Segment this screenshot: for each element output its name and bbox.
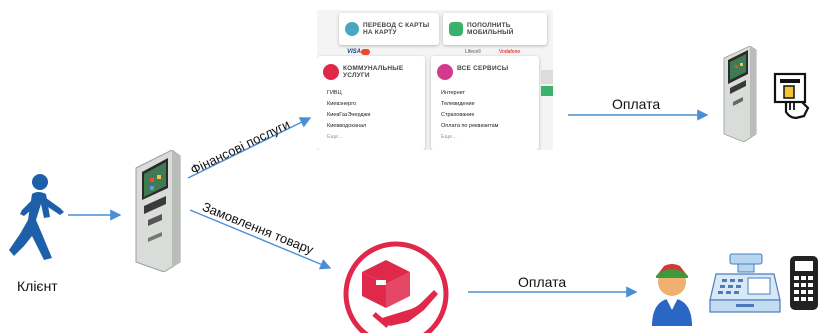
- topup-mobile-title: ПОПОЛНИТЬ МОБИЛЬНЫЙ: [467, 22, 514, 36]
- services-more-link[interactable]: Еще...: [441, 134, 457, 140]
- services-item[interactable]: Телевидение: [441, 101, 475, 107]
- all-services-card[interactable]: ВСЕ СЕРВИСЫ Интернет Телевидение Страхов…: [431, 56, 539, 150]
- transfer-card-title: ПЕРЕВОД С КАРТЫ НА КАРТУ: [363, 22, 430, 36]
- lightning-icon: [323, 64, 339, 80]
- utilities-card[interactable]: КОММУНАЛЬНЫЕ УСЛУГИ ГИВЦ Киевэнерго Киев…: [317, 56, 425, 150]
- mastercard-logo: [361, 49, 370, 55]
- utilities-item[interactable]: Киевэнерго: [327, 101, 357, 107]
- visa-logo: VISA: [347, 49, 362, 55]
- transfer-card-tile[interactable]: ПЕРЕВОД С КАРТЫ НА КАРТУ: [339, 13, 439, 45]
- arrow-kiosk-to-order: [189, 209, 332, 270]
- vodafone-logo: Vodafone: [499, 49, 521, 55]
- payment-bottom-label: Оплата: [518, 274, 567, 290]
- card-terminal-hand-icon: [773, 72, 810, 120]
- lifecell-logo: Lifecell: [465, 49, 481, 55]
- utilities-item[interactable]: ГИВЦ: [327, 90, 342, 96]
- utilities-more-link[interactable]: Еще...: [327, 134, 343, 140]
- order-goods-icon: [343, 241, 449, 333]
- topup-mobile-tile[interactable]: ПОПОЛНИТЬ МОБИЛЬНЫЙ: [443, 13, 547, 45]
- payment-top-label: Оплата: [612, 96, 661, 112]
- mobile-phone-icon: [449, 22, 463, 36]
- pos-terminal-icon: [790, 256, 818, 310]
- payment-kiosk-icon: [135, 150, 181, 272]
- more-dots-icon: [437, 64, 453, 80]
- small-kiosk-icon: [723, 46, 757, 142]
- kiosk-services-screen: ПЕРЕВОД С КАРТЫ НА КАРТУ ПОПОЛНИТЬ МОБИЛ…: [317, 10, 553, 150]
- cash-register-icon: [709, 253, 781, 313]
- utilities-title: КОММУНАЛЬНЫЕ УСЛУГИ: [343, 65, 404, 79]
- utilities-item[interactable]: КиевГазЭнерджи: [327, 112, 371, 118]
- services-item[interactable]: Страхование: [441, 112, 475, 118]
- services-item[interactable]: Оплата по реквизитам: [441, 123, 499, 129]
- all-services-title: ВСЕ СЕРВИСЫ: [457, 65, 509, 72]
- cashier-person-icon: [652, 264, 692, 326]
- client-person-icon: [9, 174, 64, 260]
- services-item[interactable]: Интернет: [441, 90, 465, 96]
- utilities-item[interactable]: Киевводоканал: [327, 123, 367, 129]
- client-label: Клієнт: [17, 278, 58, 294]
- arrow-kiosk-to-services: [187, 117, 312, 179]
- card-transfer-icon: [345, 22, 359, 36]
- screen-edge-button: [541, 86, 553, 96]
- screen-edge-element: [541, 70, 553, 84]
